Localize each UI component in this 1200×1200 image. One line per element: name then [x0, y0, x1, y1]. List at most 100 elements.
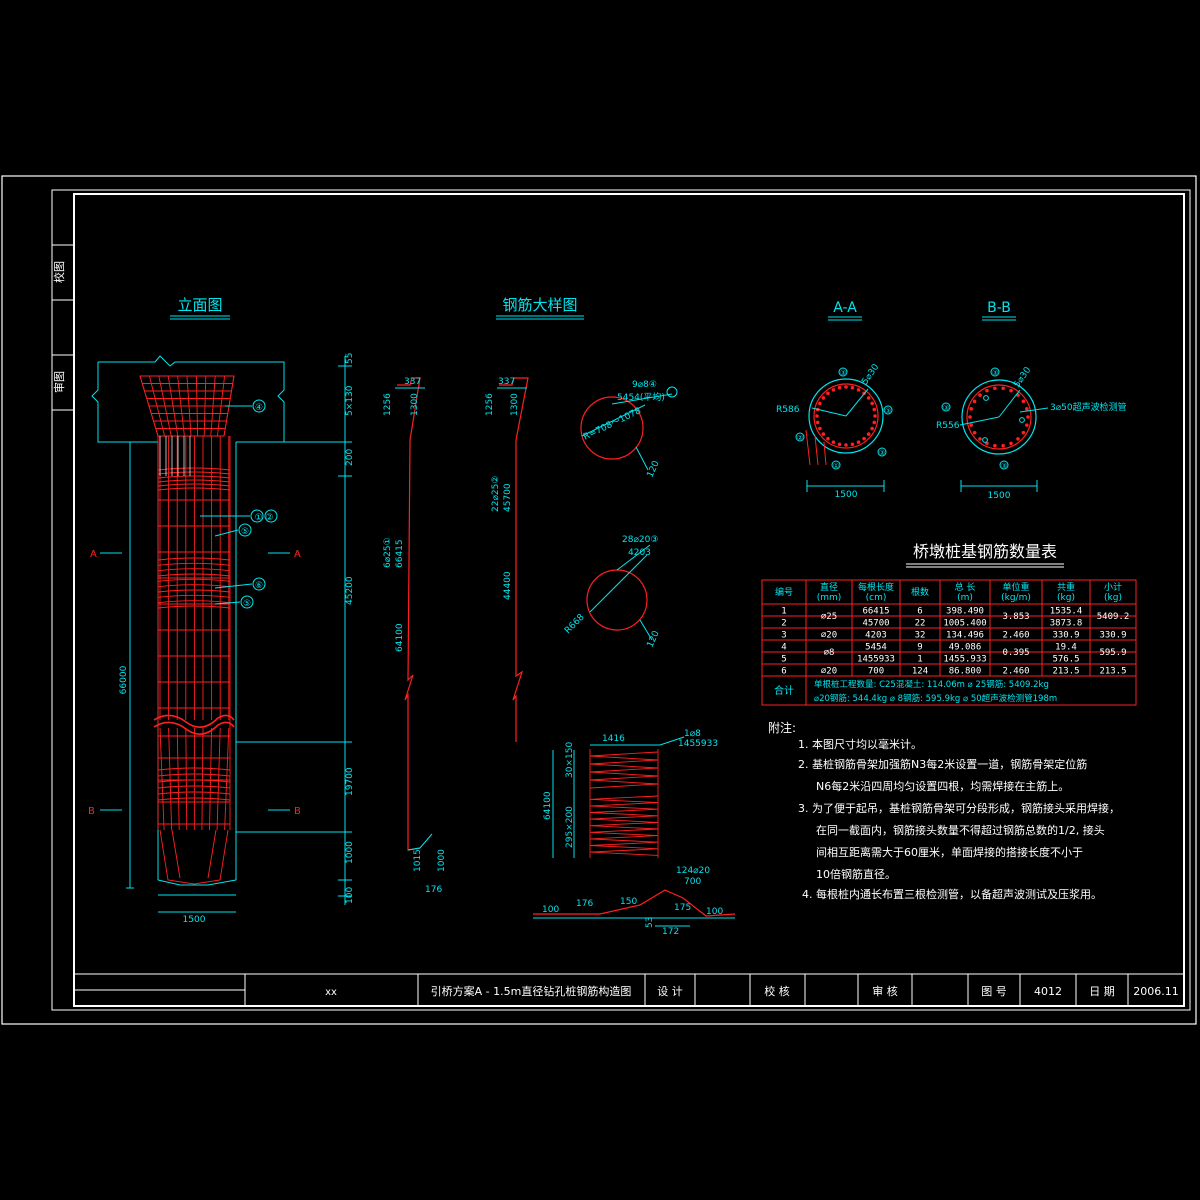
drawing-title: 引桥方案A - 1.5m直径钻孔桩钢筋构造图: [431, 984, 632, 998]
dim-1000: 1000: [345, 841, 355, 864]
bar6-dim-100b: 100: [706, 907, 723, 917]
table-header-2: 每根长度: [858, 581, 894, 593]
bar3-label: 28⌀20③: [622, 535, 658, 545]
callout-5a: ⑤: [241, 527, 249, 537]
table-cell: 3: [781, 631, 786, 641]
bar3-length: 4203: [628, 548, 651, 558]
bar2-dim-337: 337: [498, 377, 515, 387]
table-cell: 1535.4: [1050, 607, 1083, 617]
bar5-zigzag: [589, 749, 659, 858]
table-cell: 2.460: [1002, 667, 1029, 677]
bar6-dim-176: 176: [576, 899, 593, 909]
note-line-3: N6每2米沿四周均匀设置四根，均需焊接在主筋上。: [816, 779, 1069, 793]
bar5-dim-bottom: 295×200: [565, 806, 575, 848]
section-aa-callout-c: ③: [879, 449, 885, 457]
table-header-6: (kg): [1057, 593, 1075, 603]
table-cell: ⌀8: [824, 648, 835, 658]
dim-5x130: 5×130: [345, 385, 355, 416]
table-cell: ⌀20: [821, 631, 837, 641]
note-line-8: 4. 每根桩内通长布置三根检测管，以备超声波测试及压浆用。: [802, 887, 1102, 901]
table-cell: 5454: [865, 643, 887, 653]
section-bb-callout-b: ③: [943, 404, 949, 412]
bar1-dim-1000: 1000: [437, 849, 447, 872]
section-bb-title: B-B: [987, 300, 1011, 316]
table-cell: 1005.400: [943, 619, 986, 629]
table-cell: 576.5: [1052, 655, 1079, 665]
callout-6: ⑥: [255, 581, 263, 591]
callout-5b: ⑤: [243, 599, 251, 609]
table-grid: 编号直径(mm)每根长度(cm)根数总 长(m)单位重(kg/m)共重(kg)小…: [761, 579, 1137, 706]
table-cell: 1: [781, 607, 786, 617]
table-cell: 330.9: [1052, 631, 1079, 641]
section-aa-callout-e: ②: [797, 434, 803, 442]
table-cell: 213.5: [1099, 667, 1126, 677]
note-line-4: 3. 为了便于起吊，基桩钢筋骨架可分段形成，钢筋接头采用焊接，: [798, 801, 1120, 815]
table-cell: 19.4: [1055, 643, 1077, 653]
bar5-dim-64100: 64100: [543, 791, 553, 820]
table-cell: 9: [917, 643, 922, 653]
table-cell: 134.496: [946, 631, 984, 641]
table-cell: 4203: [865, 631, 887, 641]
drawing-no-label: 图 号: [981, 985, 1007, 998]
table-header-4: 总 长: [955, 581, 976, 593]
bar1-dim-64100: 64100: [395, 623, 405, 652]
table-cell: 1455.933: [943, 655, 986, 665]
rebar-detail-title: 钢筋大样图: [502, 296, 577, 314]
table-header-5: (kg/m): [1001, 593, 1031, 603]
bar5-dim-1416: 1416: [602, 734, 625, 744]
bar2-dim-1300: 1300: [510, 393, 520, 416]
table-cell: 3873.8: [1050, 619, 1083, 629]
table-cell: 0.395: [1002, 648, 1029, 658]
bar-2-detail: 337 1256 1300 22⌀25② 45700 44400: [485, 377, 529, 742]
bar5-length: 1455933: [678, 739, 718, 749]
table-cell: 66415: [862, 607, 889, 617]
sidebar-bottom-label: 审图: [52, 371, 66, 393]
table-cell: 398.490: [946, 607, 984, 617]
bar1-length: 66415: [395, 539, 405, 568]
table-cell: 2.460: [1002, 631, 1029, 641]
section-a-left-mark: A: [90, 549, 97, 560]
bar1-dim-1015: 1015: [413, 849, 423, 872]
note-line-1: 1. 本图尺寸均以毫米计。: [798, 737, 922, 751]
table-sum-line2: ⌀20钢筋: 544.4kg ⌀ 8钢筋: 595.9kg ⌀ 50超声波检测管…: [814, 693, 1057, 704]
note-line-6: 间相互距离需大于60厘米，单面焊接的搭接长度不小于: [816, 845, 1083, 859]
callout-1-2: ① ②: [255, 513, 274, 523]
section-bb-callout-c: ③: [1001, 462, 1007, 470]
table-cell: ⌀25: [821, 612, 837, 622]
company-name: xx: [325, 987, 337, 998]
bar1-dim-1300: 1300: [410, 393, 420, 416]
section-aa-callout-d: ①: [833, 462, 839, 470]
table-cell: 4: [781, 643, 786, 653]
section-aa-callout-b: ③: [885, 407, 891, 415]
bar2-dim-44400: 44400: [503, 571, 513, 600]
bar4-length: 5454(平均): [617, 391, 665, 403]
bar6-dim-175: 175: [674, 903, 691, 913]
section-bb-pipe-label: 3⌀50超声波检测管: [1050, 401, 1127, 413]
bar2-label: 22⌀25②: [491, 476, 501, 512]
table-cell: 86.800: [949, 667, 982, 677]
check-label: 校 核: [764, 984, 790, 998]
table-header-4: (m): [957, 593, 973, 603]
table-cell: 700: [868, 667, 884, 677]
table-cell: 22: [915, 619, 926, 629]
table-header-5: 单位重: [1002, 581, 1029, 593]
notes: 附注: 1. 本图尺寸均以毫米计。2. 基桩钢筋骨架加强筋N3每2米设置一道，钢…: [768, 720, 1120, 901]
bar6-dim-150: 150: [620, 897, 637, 907]
bar1-dim-176: 176: [425, 885, 442, 895]
table-cell: 49.086: [949, 643, 982, 653]
bar6-dim-100a: 100: [542, 905, 559, 915]
table-cell: 1: [917, 655, 922, 665]
bar6-label: 124⌀20: [676, 866, 710, 876]
bar-1-detail: 337 1256 1300 6⌀25① 66415 64100 1015 100…: [383, 377, 447, 895]
bar-5-detail: 1416 1⌀8 1455933 30×150 64100 295×200: [543, 729, 718, 858]
sidebar-strip: 校图 审图: [52, 244, 74, 411]
section-a-right-mark: A: [294, 549, 301, 560]
elevation-width-dim: 1500: [183, 915, 206, 925]
bar1-dim-337: 337: [404, 377, 421, 387]
notes-title: 附注:: [768, 720, 796, 735]
bar5-label: 1⌀8: [684, 729, 701, 739]
dim-19700: 19700: [345, 767, 355, 796]
table-cell: 6: [917, 607, 922, 617]
section-b-left-mark: B: [88, 806, 95, 817]
